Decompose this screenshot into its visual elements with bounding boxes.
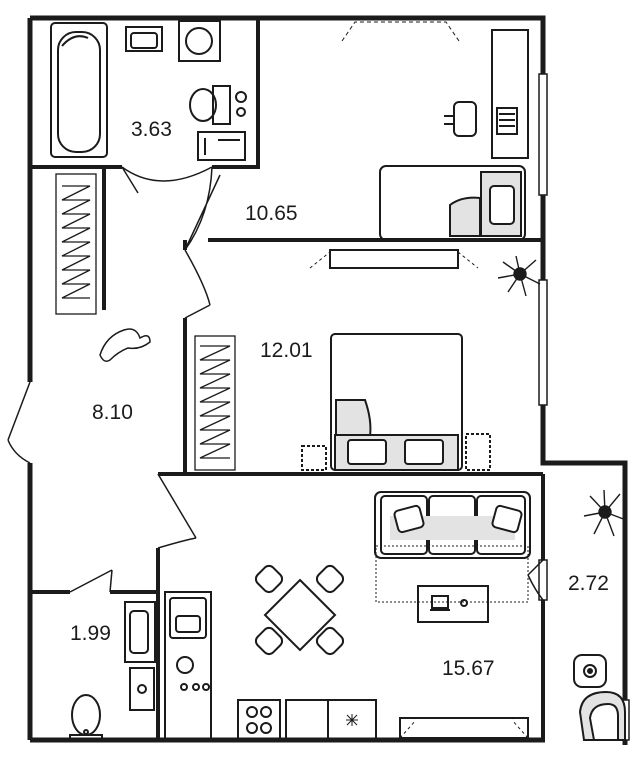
wc-cabinet [129,667,155,711]
plant-icon [497,255,541,297]
sofa-icon [374,491,531,603]
pillow-icon [404,439,444,465]
sink-icon [125,26,163,52]
area-bathroom: 3.63 [131,118,172,141]
area-wc: 1.99 [70,622,111,645]
windows [538,73,630,741]
pillow-icon [347,439,387,465]
dining-table-icon [254,564,345,656]
coffee-table [417,585,489,623]
bathroom-cabinet [197,131,246,161]
area-kitchen-living: 15.67 [442,657,495,680]
tv-icon [309,249,479,269]
wc-sink [124,601,156,663]
toilet-icon [69,694,103,741]
chair-icon [444,101,477,137]
outer-walls [27,15,628,745]
plant-icon [583,489,627,537]
stove-icon [237,699,329,741]
washing-machine-icon [178,20,221,62]
tv-stand [399,717,529,739]
doors [7,166,544,601]
kitchen-counter [164,591,212,741]
ceiling-lamp [341,21,460,42]
armchair-icon [573,654,626,741]
wardrobe-icon [55,173,97,315]
area-balcony: 2.72 [568,572,609,595]
toilet-icon [189,85,247,125]
desk-icon [491,29,529,159]
area-hallway: 8.10 [92,401,133,424]
cat-icon [99,328,151,362]
fridge [327,699,377,741]
bed-icon [379,165,526,241]
bed-icon [301,333,491,471]
kitchen-sink-icon [169,597,207,639]
interior-walls [30,18,545,740]
bathtub-icon [50,22,108,158]
area-bedroom-1: 10.65 [245,202,298,225]
area-bedroom-2: 12.01 [260,339,313,362]
wardrobe-icon [194,335,236,471]
